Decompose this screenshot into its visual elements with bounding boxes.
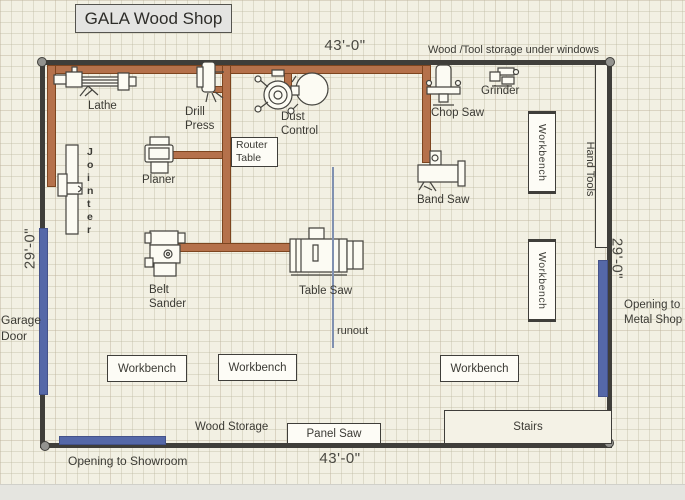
showroom-opening xyxy=(59,436,166,445)
runout-label: runout xyxy=(337,325,369,337)
band-saw-label: Band Saw xyxy=(417,194,470,206)
dust-collector-icon xyxy=(248,70,334,118)
workbench-label: Workbench xyxy=(450,362,509,375)
stairs-box: Stairs xyxy=(444,410,612,444)
corner-node-top-right xyxy=(605,57,615,67)
planer-label: Planer xyxy=(142,174,176,186)
grinder-label: Grinder xyxy=(481,85,520,97)
duct-planer-branch xyxy=(170,151,223,159)
dimension-top: 43'-0" xyxy=(324,37,366,54)
plan-title: GALA Wood Shop xyxy=(84,8,223,28)
jointer-icon xyxy=(57,144,85,236)
jointer-label: J o i n t e r xyxy=(87,146,94,236)
dimension-left: 29'-0" xyxy=(21,227,39,270)
workbench-label: Workbench xyxy=(536,251,548,310)
metal-shop-opening xyxy=(598,260,608,397)
corner-node-top-left xyxy=(37,57,47,67)
drill-press-label: Drill Press xyxy=(185,106,215,132)
drill-press-icon xyxy=(194,60,226,106)
workbench-box-right-top: Workbench xyxy=(528,111,556,194)
planer-icon xyxy=(142,136,176,176)
chop-saw-icon xyxy=(423,63,463,107)
workbench-label: Workbench xyxy=(536,123,548,182)
dimension-right: 29'-0" xyxy=(608,237,626,280)
duct-left-drop xyxy=(47,65,56,187)
workbench-box-right-bottom: Workbench xyxy=(528,239,556,322)
wood-storage-label: Wood Storage xyxy=(195,421,269,433)
top-storage-note: Wood /Tool storage under windows xyxy=(428,44,600,56)
wall-top xyxy=(40,60,612,65)
lathe-label: Lathe xyxy=(88,100,117,112)
window-edge-strip xyxy=(0,484,685,500)
workbench-box-1: Workbench xyxy=(107,355,187,382)
showroom-label: Opening to Showroom xyxy=(68,454,188,468)
belt-sander-label: Belt Sander xyxy=(149,284,187,310)
wall-right xyxy=(607,60,612,448)
corner-node-bottom-left xyxy=(40,441,50,451)
metal-shop-label: Opening to Metal Shop xyxy=(624,299,683,326)
lathe-icon xyxy=(52,66,138,98)
router-table-label: Router Table xyxy=(236,139,268,164)
stairs-label: Stairs xyxy=(513,421,543,433)
router-table-box: Router Table xyxy=(231,137,278,167)
panel-saw-label: Panel Saw xyxy=(306,427,362,440)
table-saw-icon xyxy=(289,227,367,277)
chop-saw-label: Chop Saw xyxy=(431,107,485,119)
workbench-box-2: Workbench xyxy=(218,354,297,381)
plan-title-box: GALA Wood Shop xyxy=(75,4,232,33)
dust-control-label: Dust Control xyxy=(281,111,319,137)
hand-tools-label: Hand Tools xyxy=(584,141,596,197)
panel-saw-box: Panel Saw xyxy=(287,423,381,444)
runout-line xyxy=(332,167,334,348)
belt-sander-icon xyxy=(144,230,186,280)
table-saw-label: Table Saw xyxy=(299,285,353,297)
garage-door-label: Garage Door xyxy=(1,313,42,343)
grinder-icon xyxy=(486,66,520,88)
garage-door-opening xyxy=(39,228,48,395)
workbench-box-3: Workbench xyxy=(440,355,519,382)
wall-bottom xyxy=(40,443,612,448)
duct-right-drop xyxy=(422,65,431,163)
workbench-label: Workbench xyxy=(118,362,176,375)
dimension-bottom: 43'-0" xyxy=(319,450,361,467)
workbench-label: Workbench xyxy=(228,361,287,374)
band-saw-icon xyxy=(416,150,466,194)
